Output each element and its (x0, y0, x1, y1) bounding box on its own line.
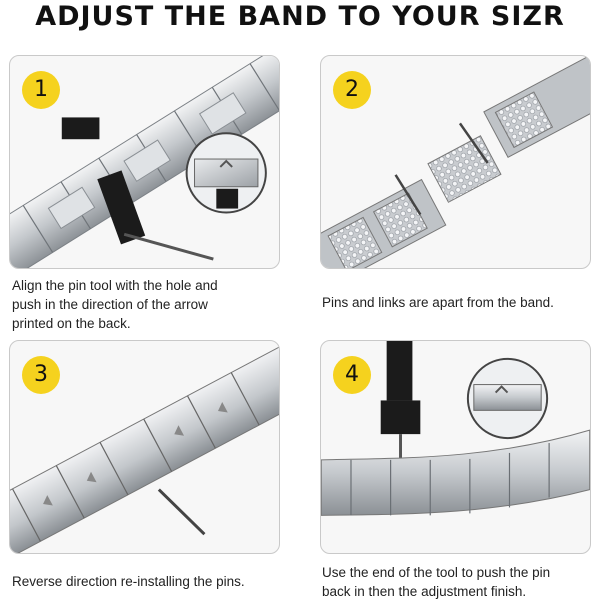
watch-band (321, 429, 590, 516)
step-2-panel: 2 (320, 55, 591, 269)
zoom-inset (185, 132, 267, 214)
band-segment-lower (321, 178, 447, 268)
band-segment-upper (483, 56, 590, 159)
loose-pins (394, 122, 489, 216)
step-4-panel: 4 (320, 340, 591, 554)
step-3-badge: 3 (22, 356, 60, 394)
watch-band (10, 56, 279, 268)
step-2-badge: 2 (333, 71, 371, 109)
step-3-illustration (10, 341, 279, 553)
zoom-inset (466, 357, 549, 440)
step-4-caption: Use the end of the tool to push the pin … (322, 565, 551, 599)
step-1-caption: Align the pin tool with the hole and pus… (12, 278, 218, 331)
step-1-illustration (10, 56, 279, 268)
loose-link (427, 135, 502, 203)
step-2-illustration (321, 56, 590, 268)
step-3-caption: Reverse direction re-installing the pins… (12, 574, 245, 589)
pin-tool-icon (61, 117, 214, 261)
step-3-panel: 3 (9, 340, 280, 554)
page-title: ADJUST THE BAND TO YOUR SIZR (35, 1, 565, 32)
pin-icon (157, 488, 206, 536)
step-1-panel: 1 (9, 55, 280, 269)
watch-band (10, 341, 279, 553)
pin-tool-icon (380, 341, 421, 460)
step-2-caption: Pins and links are apart from the band. (322, 295, 554, 310)
step-4-badge: 4 (333, 356, 371, 394)
step-4-illustration (321, 341, 590, 516)
step-1-badge: 1 (22, 71, 60, 109)
